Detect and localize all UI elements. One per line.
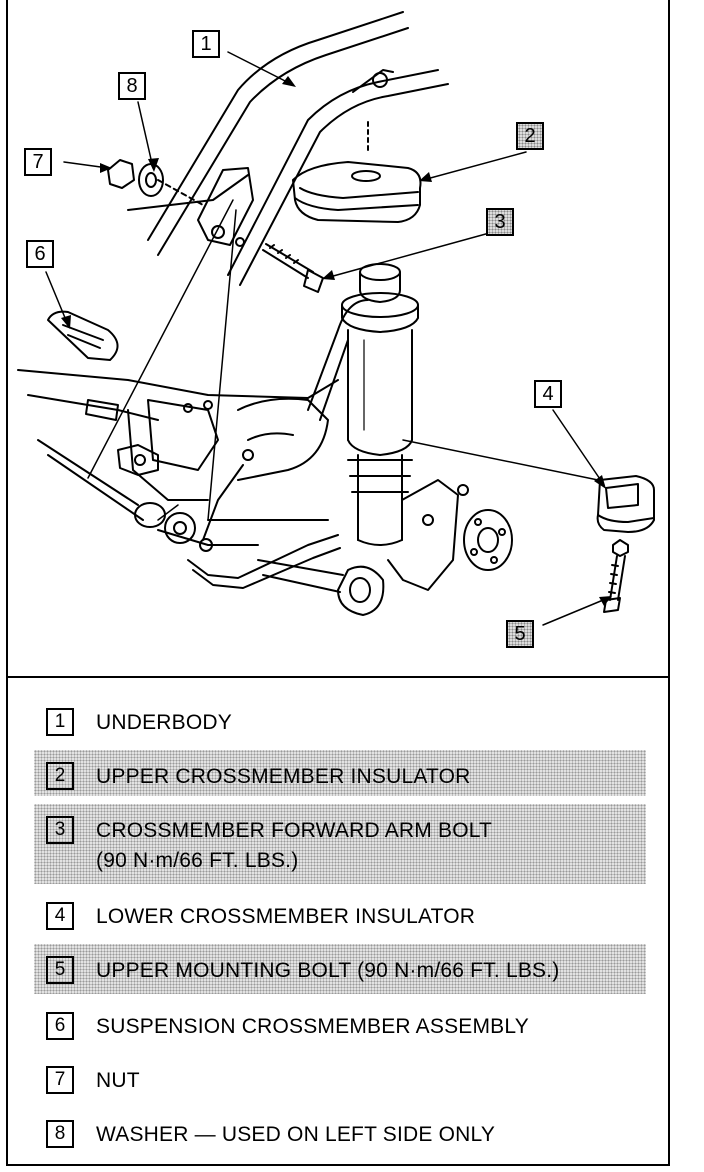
legend-item-4: 4 LOWER CROSSMEMBER INSULATOR: [34, 902, 646, 932]
lower-insulator-part: [596, 475, 655, 613]
legend-text: LOWER CROSSMEMBER INSULATOR: [96, 905, 476, 928]
legend-text: SUSPENSION CROSSMEMBER ASSEMBLY: [96, 1015, 529, 1038]
legend-item-3: 3 CROSSMEMBER FORWARD ARM BOLT (90 N·m/6…: [34, 804, 646, 884]
figure-frame: [6, 0, 670, 1166]
legend-text: NUT: [96, 1069, 140, 1092]
legend-number: 8: [46, 1120, 74, 1148]
leader-lines: [45, 51, 609, 626]
figure-divider: [6, 676, 670, 678]
legend-item-2: 2 UPPER CROSSMEMBER INSULATOR: [34, 750, 646, 796]
legend-item-1: 1 UNDERBODY: [34, 708, 646, 738]
callout-7: 7: [24, 148, 52, 176]
legend-item-8: 8 WASHER — USED ON LEFT SIDE ONLY: [34, 1120, 646, 1150]
legend-number: 5: [46, 956, 74, 984]
legend-text-subline: (90 N·m/66 FT. LBS.): [96, 849, 299, 872]
callout-4: 4: [534, 380, 562, 408]
legend-number: 4: [46, 902, 74, 930]
legend-text: WASHER — USED ON LEFT SIDE ONLY: [96, 1123, 496, 1146]
crossmember-part: [17, 299, 369, 589]
legend-text: UPPER MOUNTING BOLT (90 N·m/66 FT. LBS.): [96, 959, 560, 982]
legend-number: 6: [46, 1012, 74, 1040]
callout-8: 8: [118, 72, 146, 100]
suspension-diagram: [8, 0, 668, 676]
underbody-part: [127, 11, 449, 286]
legend-text: UPPER CROSSMEMBER INSULATOR: [96, 765, 471, 788]
callout-3: 3: [486, 208, 514, 236]
knuckle-hub-part: [257, 479, 513, 616]
suspension-drawing: [17, 11, 655, 626]
callout-5: 5: [506, 620, 534, 648]
callout-1: 1: [192, 30, 220, 58]
legend-text: CROSSMEMBER FORWARD ARM BOLT (90 N·m/66 …: [96, 816, 492, 876]
legend-number: 7: [46, 1066, 74, 1094]
legend-text-line: CROSSMEMBER FORWARD ARM BOLT: [96, 819, 493, 842]
forward-arm-bolt-part: [262, 243, 324, 293]
callout-2: 2: [516, 122, 544, 150]
legend-text: UNDERBODY: [96, 711, 232, 734]
legend-number: 1: [46, 708, 74, 736]
legend-number: 2: [46, 762, 74, 790]
upper-insulator-part: [292, 119, 422, 223]
legend-item-6: 6 SUSPENSION CROSSMEMBER ASSEMBLY: [34, 1012, 646, 1042]
legend-number: 3: [46, 816, 74, 844]
legend-item-7: 7 NUT: [34, 1066, 646, 1096]
arrow-heads: [61, 76, 612, 606]
legend-item-5: 5 UPPER MOUNTING BOLT (90 N·m/66 FT. LBS…: [34, 944, 646, 994]
strut-part: [341, 263, 419, 546]
callout-6: 6: [26, 240, 54, 268]
